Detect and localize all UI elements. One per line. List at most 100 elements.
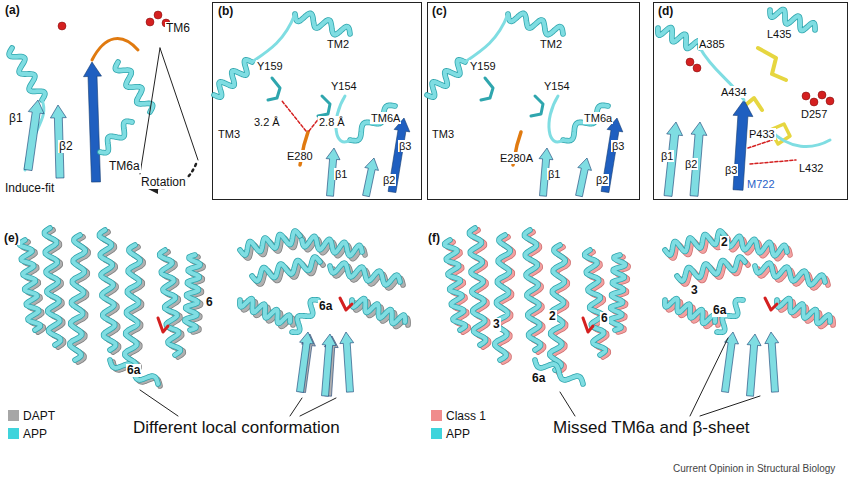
atom-sphere xyxy=(693,64,701,72)
residue-label: 6 xyxy=(205,296,214,309)
helix-ribbon xyxy=(160,250,181,355)
legend-swatch xyxy=(8,410,19,421)
residue-label: (e) xyxy=(3,232,20,245)
helix-ribbon xyxy=(292,300,318,333)
legend-swatch xyxy=(431,428,442,439)
panel-frame xyxy=(213,3,422,200)
helix-ribbon xyxy=(100,121,132,152)
leader-line xyxy=(700,396,760,416)
helix-ribbon xyxy=(777,299,830,324)
journal-credit: Current Opinion in Structural Biology xyxy=(672,463,836,474)
side-chain xyxy=(158,318,168,332)
residue-label: (f) xyxy=(427,232,441,245)
side-chain xyxy=(583,318,593,332)
helix-ribbon xyxy=(252,257,320,281)
atom-sphere xyxy=(818,91,826,99)
loop-coil xyxy=(549,96,563,142)
residue-label: β1 xyxy=(547,168,561,180)
panel-frame xyxy=(428,3,640,200)
beta-strand xyxy=(722,332,739,393)
leader-line xyxy=(160,48,198,160)
residue-label: TM6a xyxy=(108,160,141,173)
helix-ribbon xyxy=(240,231,300,255)
residue-label: Y159 xyxy=(256,60,284,72)
residue-label: (d) xyxy=(657,5,674,18)
atom-sphere xyxy=(58,22,66,30)
helix-ribbon xyxy=(185,255,200,330)
helix-ribbon xyxy=(252,257,320,281)
residue-label: Y154 xyxy=(543,80,571,92)
helix-ribbon xyxy=(525,230,541,350)
residue-label: E280 xyxy=(286,150,314,162)
residue-label: TM2 xyxy=(539,38,563,50)
residue-label: Induce-fit xyxy=(4,182,55,195)
helix-ribbon xyxy=(777,299,830,324)
helix-ribbon xyxy=(550,245,565,370)
leader-line xyxy=(140,390,178,416)
residue-label: 2 xyxy=(548,310,557,323)
helix-ribbon xyxy=(70,235,85,360)
legend-swatch xyxy=(431,410,442,421)
helix-ribbon xyxy=(240,299,290,324)
side-chain xyxy=(531,96,543,116)
residue-label: β3 xyxy=(398,140,412,152)
legend-text: APP xyxy=(23,427,47,441)
loop-coil xyxy=(465,14,508,62)
beta-strand xyxy=(24,100,44,171)
helix-ribbon xyxy=(727,236,787,255)
atom-sphere xyxy=(802,92,810,100)
residue-label: 2.8 Å xyxy=(318,116,346,128)
residue-label: (b) xyxy=(217,5,234,18)
atom-sphere xyxy=(154,11,162,19)
legend-text: DAPT xyxy=(23,409,55,423)
helix-ribbon xyxy=(70,235,85,360)
residue-label: 6a xyxy=(126,364,141,377)
residue-label: A385 xyxy=(698,38,726,50)
helix-ribbon xyxy=(110,360,158,384)
residue-label: β2 xyxy=(58,140,74,153)
atom-sphere xyxy=(810,98,818,106)
residue-label: E280A xyxy=(499,152,534,164)
helix-ribbon xyxy=(100,230,116,350)
beta-strand xyxy=(340,332,354,392)
helix-ribbon xyxy=(9,48,45,100)
helix-ribbon xyxy=(45,228,61,345)
helix-ribbon xyxy=(352,299,405,324)
helix-ribbon xyxy=(677,257,745,281)
residue-label: β2 xyxy=(684,158,698,170)
residue-label: (a) xyxy=(4,4,21,17)
loop-coil xyxy=(770,130,830,147)
helix-ribbon xyxy=(550,245,565,370)
helix-ribbon xyxy=(302,236,362,255)
leader-line xyxy=(748,140,772,148)
helix-ribbon xyxy=(330,263,400,285)
residue-label: β1 xyxy=(660,150,674,162)
residue-label: P433 xyxy=(748,128,776,140)
helix-ribbon xyxy=(427,60,465,97)
panel-frame xyxy=(654,3,848,200)
helix-ribbon xyxy=(665,299,715,324)
helix-ribbon xyxy=(214,60,252,97)
residue-label: (c) xyxy=(431,5,448,18)
helix-ribbon xyxy=(610,255,625,330)
helix-ribbon xyxy=(110,360,158,384)
helix-ribbon xyxy=(508,13,563,34)
helix-ribbon xyxy=(20,240,41,330)
helix-ribbon xyxy=(20,240,41,330)
leader-line xyxy=(290,398,302,416)
residue-label: 2 xyxy=(720,236,729,249)
residue-label: 3 xyxy=(492,318,501,331)
legend-text: APP xyxy=(446,427,470,441)
residue-label: TM3 xyxy=(217,128,241,140)
beta-strand xyxy=(576,158,592,197)
residue-label: β2 xyxy=(382,174,396,186)
helix-ribbon xyxy=(125,245,140,370)
helix-ribbon xyxy=(115,62,152,112)
beta-strand xyxy=(733,100,753,190)
residue-label: 6a xyxy=(712,304,727,317)
panel-note: Different local conformation xyxy=(132,419,341,438)
helix-ribbon xyxy=(610,255,625,330)
helix-ribbon xyxy=(125,245,140,370)
helix-ribbon xyxy=(352,299,405,324)
helix-ribbon xyxy=(295,13,350,34)
